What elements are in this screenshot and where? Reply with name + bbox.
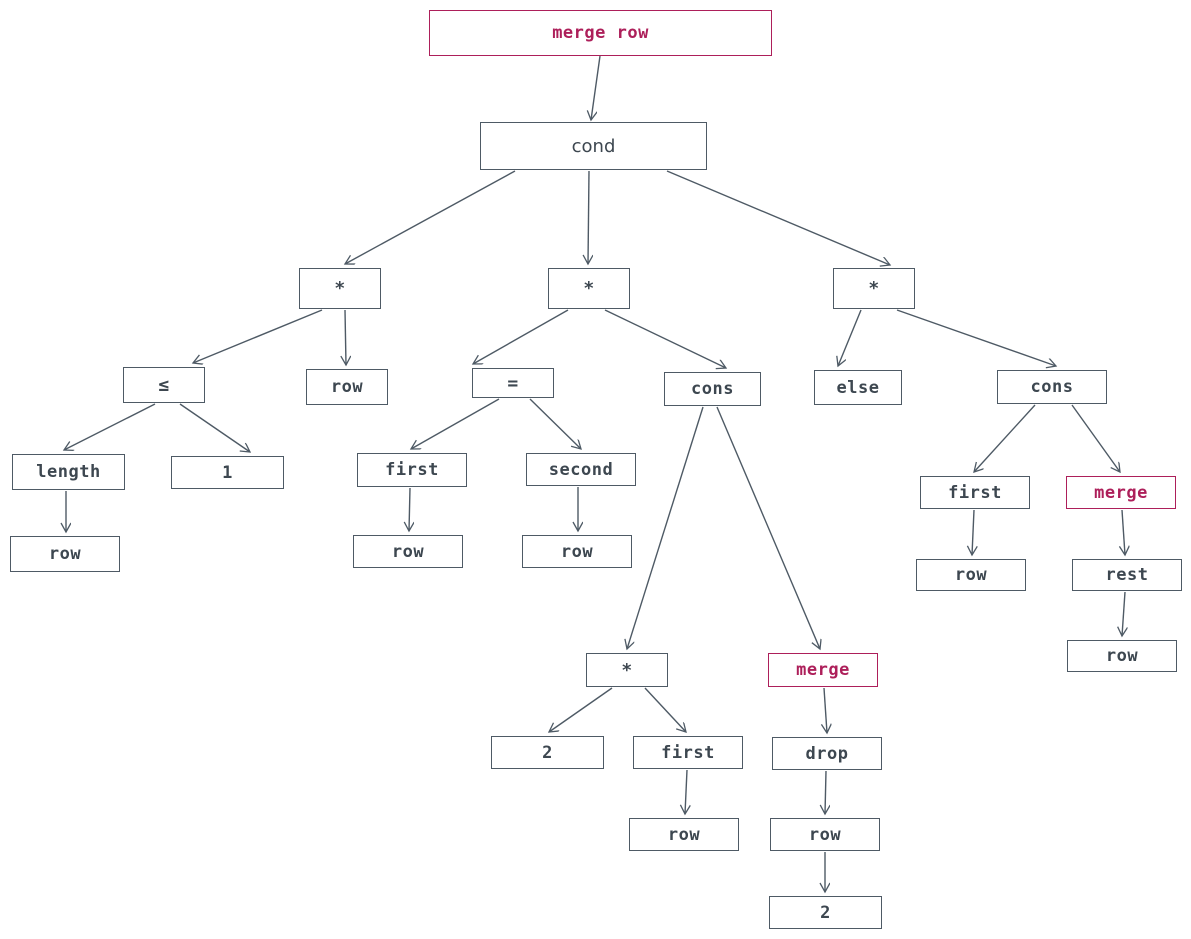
tree-node-n2[interactable]: * — [299, 268, 381, 309]
tree-node-n22[interactable]: row — [1067, 640, 1177, 672]
tree-node-n28[interactable]: row — [629, 818, 739, 851]
tree-node-n11[interactable]: length — [12, 454, 125, 490]
tree-node-n7[interactable]: = — [472, 368, 554, 398]
tree-node-label: row — [808, 824, 842, 845]
tree-node-label: row — [48, 544, 82, 564]
edge-n10-n16 — [1071, 404, 1120, 472]
tree-node-label: cond — [571, 135, 616, 157]
tree-node-label: * — [334, 278, 346, 299]
edge-n2-n5 — [193, 309, 323, 363]
tree-node-n8[interactable]: cons — [664, 372, 761, 406]
edge-n7-n14 — [529, 398, 581, 449]
edge-n0-n1 — [591, 55, 601, 120]
tree-node-label: row — [560, 541, 594, 562]
tree-node-n29[interactable]: row — [770, 818, 880, 851]
tree-node-label: cons — [691, 379, 734, 399]
tree-node-n17[interactable]: row — [10, 536, 120, 572]
edge-n5-n11 — [64, 403, 156, 450]
tree-node-n12[interactable]: 1 — [171, 456, 284, 489]
edge-n27-n29 — [825, 770, 826, 814]
tree-node-label: ≤ — [158, 374, 170, 396]
edge-n26-n28 — [685, 769, 687, 814]
tree-node-label: second — [548, 459, 614, 480]
edge-n2-n6 — [345, 309, 346, 365]
tree-node-n14[interactable]: second — [526, 453, 636, 486]
tree-node-n24[interactable]: merge — [768, 653, 878, 687]
edge-n1-n4 — [666, 170, 890, 265]
tree-node-label: rest — [1105, 565, 1149, 585]
edge-n24-n27 — [824, 687, 827, 733]
tree-node-label: = — [507, 372, 519, 394]
tree-node-label: merge — [1094, 482, 1148, 503]
edge-n4-n10 — [896, 309, 1056, 366]
tree-node-label: * — [621, 659, 633, 681]
tree-node-n15[interactable]: first — [920, 476, 1030, 509]
tree-node-label: row — [391, 541, 425, 562]
tree-node-n10[interactable]: cons — [997, 370, 1107, 404]
tree-node-n16[interactable]: merge — [1066, 476, 1176, 509]
tree-node-n1[interactable]: cond — [480, 122, 707, 170]
tree-node-n9[interactable]: else — [814, 370, 902, 405]
tree-node-n4[interactable]: * — [833, 268, 915, 309]
tree-node-label: 2 — [820, 902, 831, 923]
edge-n21-n22 — [1122, 591, 1125, 636]
tree-node-label: length — [36, 462, 101, 482]
tree-node-n6[interactable]: row — [306, 369, 388, 405]
tree-node-label: merge — [796, 660, 850, 680]
tree-node-label: merge row — [552, 23, 649, 43]
edge-n7-n13 — [411, 398, 500, 449]
tree-node-label: row — [1105, 646, 1139, 666]
tree-node-n27[interactable]: drop — [772, 737, 882, 770]
tree-node-label: else — [836, 377, 880, 398]
edge-n4-n9 — [838, 309, 862, 366]
tree-node-n5[interactable]: ≤ — [123, 367, 205, 403]
edge-n23-n25 — [549, 687, 613, 732]
edge-n1-n3 — [588, 170, 589, 264]
tree-node-label: first — [661, 742, 715, 763]
edge-n15-n20 — [972, 509, 974, 555]
tree-node-label: 2 — [542, 742, 553, 763]
tree-node-n19[interactable]: row — [522, 535, 632, 568]
edge-n16-n21 — [1122, 509, 1125, 555]
tree-node-label: drop — [805, 743, 849, 764]
edge-n5-n12 — [179, 403, 250, 452]
edge-n3-n7 — [473, 309, 569, 364]
edge-n8-n24 — [716, 406, 820, 649]
tree-node-label: * — [583, 278, 595, 299]
tree-node-label: 1 — [222, 462, 233, 483]
tree-node-n26[interactable]: first — [633, 736, 743, 769]
tree-node-label: cons — [1030, 377, 1074, 397]
tree-node-n18[interactable]: row — [353, 535, 463, 568]
edge-n3-n8 — [604, 309, 726, 368]
tree-node-n20[interactable]: row — [916, 559, 1026, 591]
tree-node-label: row — [954, 565, 988, 585]
tree-node-label: row — [667, 824, 701, 845]
edge-n8-n23 — [627, 406, 704, 649]
edge-n1-n2 — [345, 170, 516, 264]
tree-node-n25[interactable]: 2 — [491, 736, 604, 769]
tree-node-label: * — [868, 278, 880, 299]
edge-n10-n15 — [974, 404, 1036, 472]
tree-node-label: first — [385, 460, 439, 480]
tree-node-n0[interactable]: merge row — [429, 10, 772, 56]
edge-n13-n18 — [409, 487, 410, 531]
tree-node-n23[interactable]: * — [586, 653, 668, 687]
edge-n23-n26 — [644, 687, 686, 732]
tree-node-n21[interactable]: rest — [1072, 559, 1182, 591]
tree-node-label: row — [330, 377, 364, 397]
tree-node-label: first — [948, 482, 1002, 503]
tree-node-n30[interactable]: 2 — [769, 896, 882, 929]
tree-node-n3[interactable]: * — [548, 268, 630, 309]
tree-node-n13[interactable]: first — [357, 453, 467, 487]
